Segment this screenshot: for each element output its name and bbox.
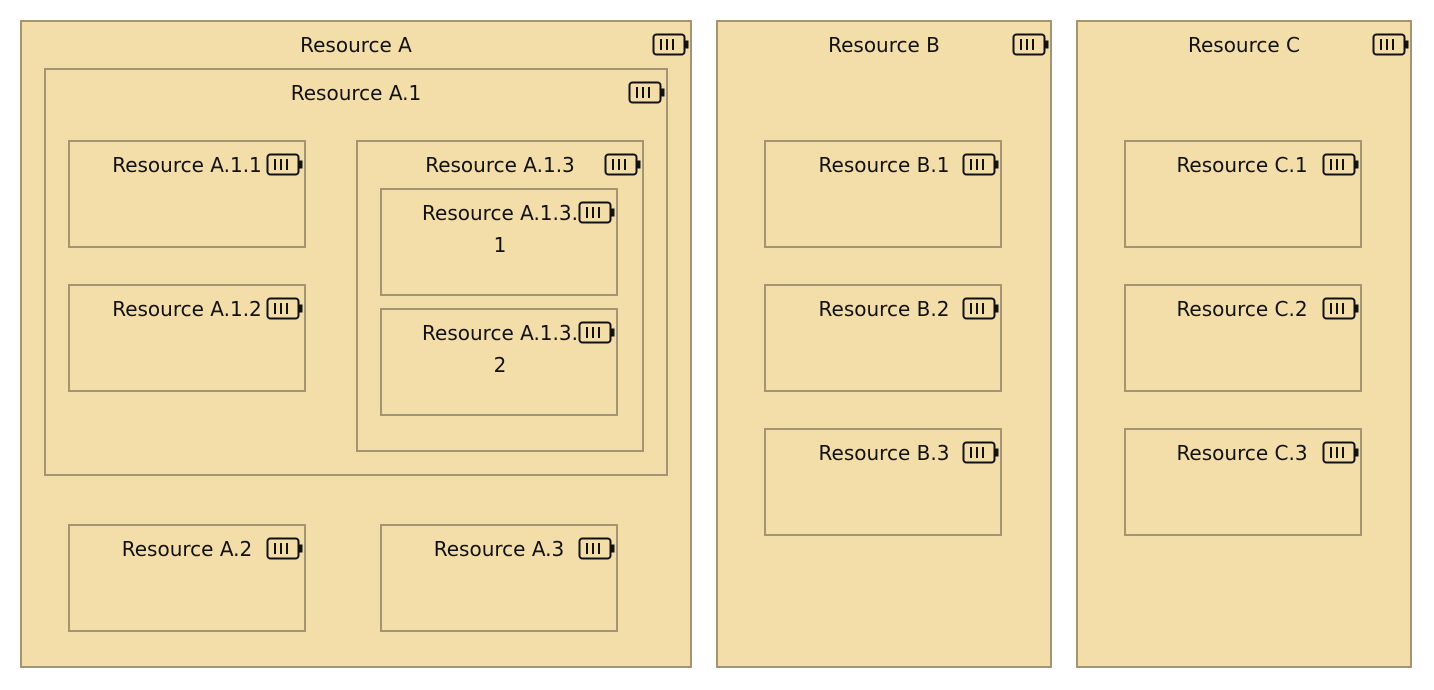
resource-c1-box[interactable] — [1124, 140, 1362, 248]
battery-icon — [652, 32, 691, 57]
battery-icon — [1372, 32, 1411, 57]
battery-icon — [604, 152, 643, 177]
resource-b2-label: Resource B.2 — [818, 297, 950, 321]
battery-icon — [266, 536, 305, 561]
resource-c2-box[interactable] — [1124, 284, 1362, 392]
resource-a3-box[interactable] — [380, 524, 618, 632]
battery-icon — [1012, 32, 1051, 57]
battery-icon — [1322, 152, 1361, 177]
battery-icon — [578, 536, 617, 561]
resource-a-label: Resource A — [300, 33, 412, 57]
resource-a3-label: Resource A.3 — [433, 537, 565, 561]
resource-a11-label: Resource A.1.1 — [112, 153, 262, 177]
battery-icon — [962, 296, 1001, 321]
resource-a12-box[interactable] — [68, 284, 306, 392]
resource-b3-label: Resource B.3 — [818, 441, 950, 465]
resource-c1-label: Resource C.1 — [1176, 153, 1308, 177]
battery-icon — [266, 296, 305, 321]
resource-a2-box[interactable] — [68, 524, 306, 632]
battery-icon — [266, 152, 305, 177]
resource-b1-label: Resource B.1 — [818, 153, 950, 177]
battery-icon — [962, 440, 1001, 465]
battery-icon — [1322, 296, 1361, 321]
resource-a131-box[interactable] — [380, 188, 618, 296]
resource-a13-label: Resource A.1.3 — [425, 153, 575, 177]
resource-c2-label: Resource C.2 — [1176, 297, 1308, 321]
battery-icon — [578, 200, 617, 225]
resource-b2-box[interactable] — [764, 284, 1002, 392]
resource-a11-box[interactable] — [68, 140, 306, 248]
resource-a131-label: Resource A.1.3.1 — [422, 201, 578, 257]
resource-a2-label: Resource A.2 — [121, 537, 253, 561]
battery-icon — [1322, 440, 1361, 465]
resource-c3-label: Resource C.3 — [1176, 441, 1308, 465]
resource-a1-label: Resource A.1 — [290, 81, 422, 105]
battery-icon — [628, 80, 667, 105]
battery-icon — [578, 320, 617, 345]
resource-b3-box[interactable] — [764, 428, 1002, 536]
battery-icon — [962, 152, 1001, 177]
resource-b1-box[interactable] — [764, 140, 1002, 248]
resource-c-label: Resource C — [1187, 33, 1301, 57]
resource-a12-label: Resource A.1.2 — [112, 297, 262, 321]
resource-a132-box[interactable] — [380, 308, 618, 416]
resource-c3-box[interactable] — [1124, 428, 1362, 536]
resource-a132-label: Resource A.1.3.2 — [422, 321, 578, 377]
resource-b-label: Resource B — [828, 33, 940, 57]
